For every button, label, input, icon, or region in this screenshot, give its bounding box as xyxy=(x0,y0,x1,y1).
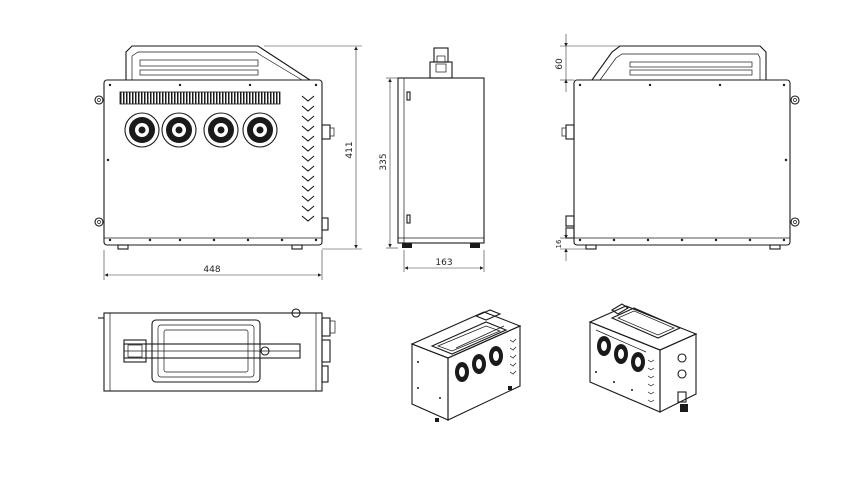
fan-1 xyxy=(124,112,160,148)
iso-fan-row-2 xyxy=(595,329,647,372)
rear-view xyxy=(561,45,800,250)
dim-label-448: 448 xyxy=(203,265,220,275)
chevron-vents xyxy=(301,95,315,222)
rear-body xyxy=(573,79,791,246)
fan-2 xyxy=(161,112,197,148)
dim-label-16: 16 xyxy=(555,239,563,248)
side-body xyxy=(397,77,485,244)
fan-3 xyxy=(203,112,239,148)
dim-side-height: 335 xyxy=(379,77,398,249)
dim-side-depth: 163 xyxy=(403,250,485,272)
side-view xyxy=(397,47,485,248)
dim-front-width: 448 xyxy=(103,250,323,280)
dim-label-335: 335 xyxy=(379,153,389,170)
top-vent xyxy=(119,91,281,105)
dim-label-60: 60 xyxy=(555,58,565,70)
front-body xyxy=(103,79,323,246)
dim-handle-height: 60 xyxy=(555,34,620,92)
dim-label-411: 411 xyxy=(345,141,355,158)
fan-row xyxy=(124,112,278,148)
dim-label-163: 163 xyxy=(435,258,452,268)
fan-4 xyxy=(242,112,278,148)
iso-fan-row-1 xyxy=(455,325,505,382)
iso-view-front xyxy=(410,309,522,422)
top-view xyxy=(98,308,336,392)
dim-front-height: 411 xyxy=(264,45,362,250)
front-handle xyxy=(125,45,311,81)
iso-view-rear xyxy=(588,303,698,413)
front-view xyxy=(94,45,335,250)
dim-foot-height: 16 xyxy=(555,226,586,261)
